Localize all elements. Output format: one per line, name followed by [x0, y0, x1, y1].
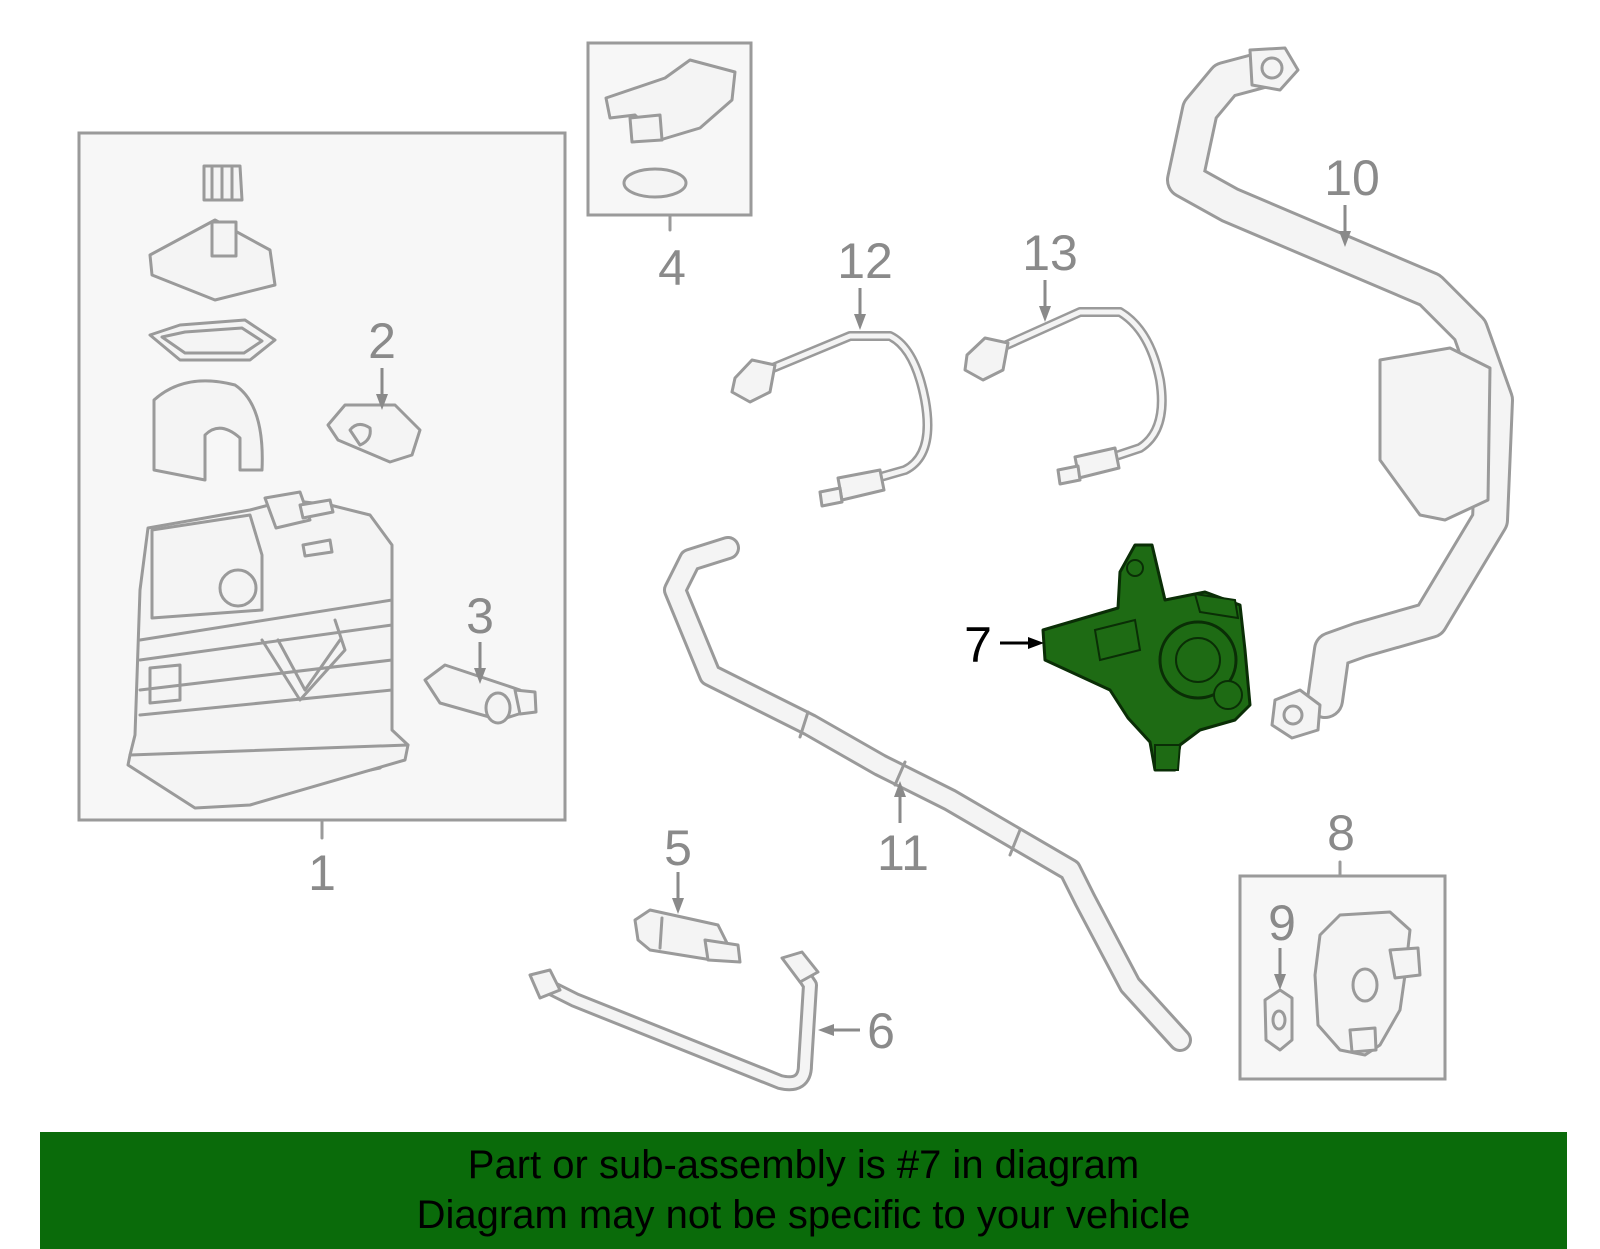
- callout-3: 3: [466, 588, 494, 644]
- notice-banner: Part or sub-assembly is #7 in diagram Di…: [40, 1132, 1567, 1249]
- part-5[interactable]: [633, 908, 742, 964]
- callout-11: 11: [877, 825, 929, 881]
- callout-9: 9: [1268, 895, 1296, 951]
- part-9-gasket[interactable]: [1263, 988, 1294, 1052]
- part-2[interactable]: [326, 403, 422, 464]
- part-3[interactable]: [423, 663, 538, 725]
- callout-1: 1: [308, 845, 336, 901]
- part-7-air-pump[interactable]: [1041, 543, 1252, 772]
- part-13[interactable]: [963, 307, 1167, 486]
- callout-10: 10: [1324, 150, 1380, 206]
- callout-7: 7: [964, 617, 992, 673]
- saddle-filter: [152, 379, 264, 482]
- callout-6: 6: [867, 1003, 895, 1059]
- callout-5: 5: [664, 820, 692, 876]
- part-1-group[interactable]: [77, 131, 567, 822]
- part-4-group[interactable]: [586, 41, 753, 217]
- part-11[interactable]: [663, 536, 1192, 1052]
- banner-line-1: Part or sub-assembly is #7 in diagram: [467, 1143, 1140, 1187]
- banner-line-2: Diagram may not be specific to your vehi…: [416, 1193, 1191, 1237]
- part-6[interactable]: [528, 950, 820, 1092]
- callout-13: 13: [1022, 225, 1078, 281]
- callout-4: 4: [658, 240, 686, 296]
- callout-8: 8: [1327, 805, 1355, 861]
- callout-2: 2: [368, 313, 396, 369]
- part-10[interactable]: [1166, 46, 1514, 740]
- callout-12: 12: [837, 233, 893, 289]
- part-12[interactable]: [730, 331, 933, 508]
- filter-cover: [148, 218, 277, 302]
- part-8-group[interactable]: [1238, 874, 1447, 1081]
